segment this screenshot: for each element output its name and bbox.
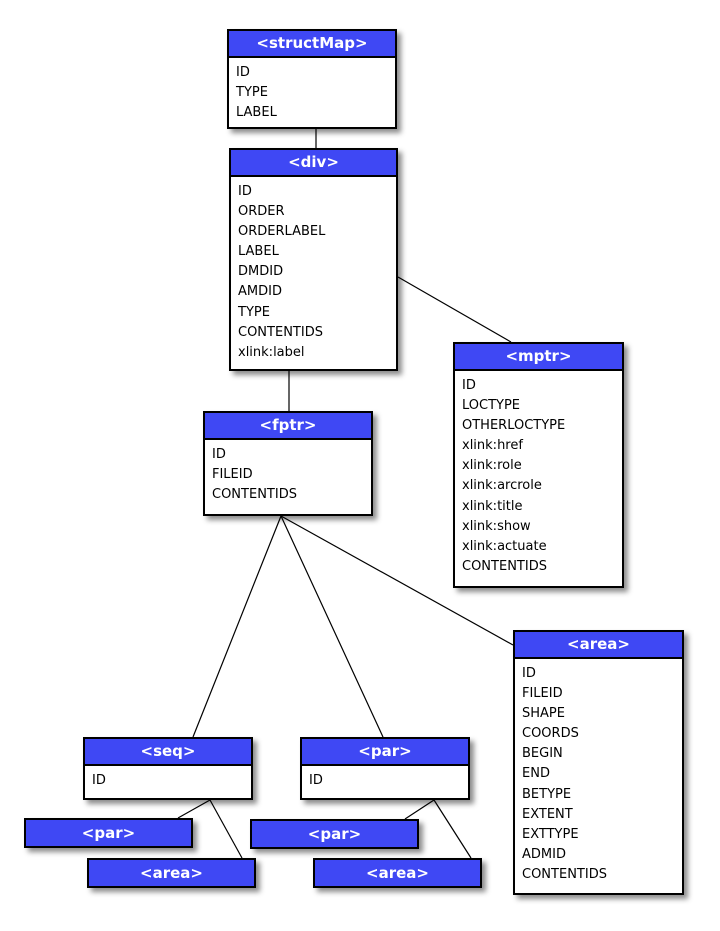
attribute-item: OTHERLOCTYPE [462,418,566,434]
par-title: <par> [302,739,468,766]
line-seq-area [209,799,243,859]
attribute-item: xlink:show [462,518,531,534]
attribute-item: ID [309,773,323,788]
line-par-par [404,799,435,820]
structmap-title: <structMap> [229,31,395,58]
line-div-mptr [397,276,512,343]
attribute-item: LABEL [236,105,277,121]
attribute-item: BETYPE [522,786,572,802]
attribute-item: ID [522,666,536,681]
seq-attributes: ID [85,766,251,795]
attribute-item: xlink:label [238,344,305,360]
attribute-item: xlink:arcrole [462,478,542,494]
area-attributes: ID FILEID SHAPE COORDS BEGIN END BETYPE EXTENT E… [515,659,682,889]
attribute-item: EXTTYPE [522,826,579,842]
mptr-attributes: ID LOCTYPE OTHERLOCTYPE xlink:href xlink:rol… [455,371,622,581]
attribute-item: AMDID [238,284,282,300]
par-child-par-tag: <par> [250,819,419,849]
area-title: <area> [515,632,682,659]
attribute-item: ID [236,65,250,80]
seq-child-area-tag: <area> [87,858,256,888]
attribute-item: TYPE [238,304,270,320]
attribute-item: LABEL [238,244,279,260]
attribute-item: CONTENTIDS [522,866,607,882]
par-child-area-tag: <area> [313,858,482,888]
attribute-item: ID [212,447,226,462]
line-par-area [433,799,472,859]
attribute-item: xlink:actuate [462,538,547,554]
attribute-item: CONTENTIDS [212,487,297,503]
div-title: <div> [231,150,396,177]
attribute-item: LOCTYPE [462,398,521,414]
fptr-title: <fptr> [205,413,371,440]
div-attributes: ID ORDER ORDERLABEL LABEL DMDID AMDID TYPE CONT… [231,177,396,367]
line-fptr-par [280,515,384,738]
div-box: <div> ID ORDER ORDERLABEL LABEL DMDID AMDID TY… [229,148,398,371]
attribute-item: COORDS [522,726,579,742]
mptr-box: <mptr> ID LOCTYPE OTHERLOCTYPE xlink:href xl… [453,342,624,588]
line-seq-par [177,799,211,819]
attribute-item: xlink:href [462,438,523,454]
par-box: <par> ID [300,737,470,800]
attribute-item: ID [462,378,476,393]
seq-title: <seq> [85,739,251,766]
attribute-item: DMDID [238,264,284,280]
line-fptr-seq [192,515,282,738]
structmap-attributes: ID TYPE LABEL [229,58,395,127]
fptr-box: <fptr> ID FILEID CONTENTIDS [203,411,373,516]
attribute-item: ORDER [238,204,285,220]
seq-box: <seq> ID [83,737,253,800]
attribute-item: xlink:role [462,458,522,474]
attribute-item: SHAPE [522,706,565,722]
attribute-item: ORDERLABEL [238,224,326,240]
attribute-item: ID [238,184,252,199]
attribute-item: ID [92,773,106,788]
attribute-item: ADMID [522,846,566,862]
attribute-item: FILEID [212,467,253,483]
fptr-attributes: ID FILEID CONTENTIDS [205,440,371,509]
attribute-item: END [522,766,550,782]
attribute-item: CONTENTIDS [462,558,547,574]
attribute-item: TYPE [236,85,268,101]
seq-child-par-tag: <par> [24,818,193,848]
attribute-item: BEGIN [522,746,563,762]
attribute-item: EXTENT [522,806,573,822]
structmap-box: <structMap> ID TYPE LABEL [227,29,397,129]
attribute-item: xlink:title [462,498,523,514]
par-attributes: ID [302,766,468,795]
line-fptr-area [280,515,514,646]
attribute-item: CONTENTIDS [238,324,323,340]
attribute-item: FILEID [522,686,563,702]
mptr-title: <mptr> [455,344,622,371]
area-box: <area> ID FILEID SHAPE COORDS BEGIN END BETYPE… [513,630,684,895]
